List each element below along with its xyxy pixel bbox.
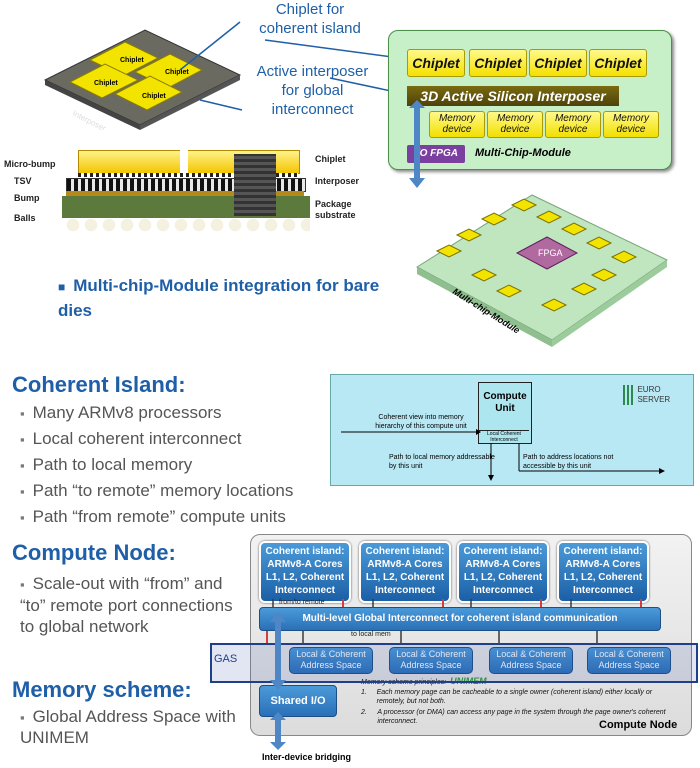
principle-2-number: 2. xyxy=(361,709,367,716)
label-tsv: TSV xyxy=(14,176,32,186)
ci-bullet-3: Path to local memory xyxy=(20,455,293,481)
mcm-io-arrow xyxy=(409,100,425,188)
gas-arrow xyxy=(270,612,286,690)
active-interposer-bar: 3D Active Silicon Interposer xyxy=(407,86,619,106)
logo-text: EURO SERVER xyxy=(637,385,671,404)
chiplet-3d-label-3: Chiplet xyxy=(94,80,118,87)
compute-node-title: Compute Node: xyxy=(12,540,176,565)
chiplet-3d-label-1: Chiplet xyxy=(120,57,144,64)
memory-device-4: Memory device xyxy=(603,111,659,138)
compute-unit-arrows xyxy=(341,429,665,481)
compute-node-label: Compute Node xyxy=(599,719,678,731)
interposer-3d-illustration: Chiplet Chiplet Chiplet Chiplet Interpos… xyxy=(43,29,242,130)
view-text: Coherent view into memory hierarchy of t… xyxy=(375,414,467,430)
mcm-chiplet-4: Chiplet xyxy=(589,49,647,77)
local-address-space-3: Local & Coherent Address Space xyxy=(489,647,573,674)
coherent-island-title: Coherent Island: xyxy=(12,372,186,397)
principle-1-number: 1. xyxy=(361,689,367,696)
ci-bullet-5: Path “from remote” compute units xyxy=(20,507,293,533)
ci-bullet-1: Many ARMv8 processors xyxy=(20,403,293,429)
principle-2: A processor (or DMA) can access any page… xyxy=(377,709,666,725)
mcm-chiplet-1: Chiplet xyxy=(407,49,465,77)
ci-bullet-4: Path “to remote” memory locations xyxy=(20,481,294,507)
coherent-island-2: Coherent island: ARMv8-A Cores L1, L2, C… xyxy=(359,541,451,603)
mcm-block: Chiplet Chiplet Chiplet Chiplet 3D Activ… xyxy=(388,30,672,170)
integration-text: Multi-chip-Module integration for bare d… xyxy=(58,276,380,320)
label-package-substrate: Package substrate xyxy=(315,199,356,220)
local-ci-box: Local Coherent Interconnect xyxy=(479,430,529,443)
local-address-space-4: Local & Coherent Address Space xyxy=(587,647,671,674)
principle-1: Each memory page can be cacheable to a s… xyxy=(376,689,653,705)
mcm-label: Multi-Chip-Module xyxy=(475,147,571,159)
label-interposer: Interposer xyxy=(315,176,360,186)
compute-unit-diagram: Compute Unit Local Coherent Interconnect… xyxy=(330,374,694,486)
label-micro-bump: Micro-bump xyxy=(4,159,56,169)
memory-scheme-title: Memory scheme: xyxy=(12,677,192,702)
integration-bullet: ■Multi-chip-Module integration for bare … xyxy=(58,274,403,323)
callout-chiplet: Chiplet for coherent island xyxy=(259,1,361,37)
chiplet-3d-label-2: Chiplet xyxy=(165,69,189,76)
label-bump: Bump xyxy=(14,193,40,203)
bridging-label: Inter-device bridging xyxy=(262,752,352,762)
logo-icon xyxy=(623,385,633,405)
compute-unit-title: Compute Unit xyxy=(483,391,527,414)
island-arrows xyxy=(266,599,642,645)
package-cross-section xyxy=(62,140,310,235)
gas-band xyxy=(210,643,698,683)
mcm-chiplet-3: Chiplet xyxy=(529,49,587,77)
coherent-island-4: Coherent island: ARMv8-A Cores L1, L2, C… xyxy=(557,541,649,603)
chiplet-3d-label-4: Chiplet xyxy=(142,93,166,100)
ci-bullet-2: Local coherent interconnect xyxy=(20,429,293,455)
io-fpga-block: I/O FPGA xyxy=(407,145,465,163)
balls-row xyxy=(64,218,310,232)
microbump-row xyxy=(78,173,298,177)
label-balls: Balls xyxy=(14,213,36,223)
coherent-island-3: Coherent island: ARMv8-A Cores L1, L2, C… xyxy=(457,541,549,603)
fpga-3d-label: FPGA xyxy=(538,248,563,258)
compute-unit-box: Compute Unit Local Coherent Interconnect xyxy=(478,382,532,444)
bridging-arrow xyxy=(270,712,286,750)
coherent-island-bullets: Many ARMv8 processors Local coherent int… xyxy=(20,403,294,533)
memory-device-1: Memory device xyxy=(429,111,485,138)
global-interconnect-bar: Multi-level Global Interconnect for cohe… xyxy=(259,607,661,631)
memory-device-3: Memory device xyxy=(545,111,601,138)
bump-row xyxy=(66,191,304,196)
shared-io-box: Shared I/O xyxy=(259,685,337,717)
mcm-3d-illustration: FPGA Multi-chip-Module xyxy=(416,194,668,347)
coherent-island-1: Coherent island: ARMv8-A Cores L1, L2, C… xyxy=(259,541,351,603)
memory-device-2: Memory device xyxy=(487,111,543,138)
remote-text: Path to address locations not accessible… xyxy=(523,454,614,470)
mcm-chiplet-2: Chiplet xyxy=(469,49,527,77)
local-address-space-1: Local & Coherent Address Space xyxy=(289,647,373,674)
from-to-remote-label: from/to remote xyxy=(279,599,325,606)
memory-scheme-bullet: Global Address Space with UNIMEM xyxy=(20,707,240,748)
local-address-space-2: Local & Coherent Address Space xyxy=(389,647,473,674)
compute-node-bullet: Scale-out with “from” and “to” remote po… xyxy=(20,573,245,637)
square-bullet-icon: ■ xyxy=(58,280,66,294)
fpga-block xyxy=(234,154,276,216)
local-mem-text: Path to local memory addressable by this… xyxy=(389,454,495,470)
to-local-mem-label: to local mem xyxy=(351,631,391,638)
callout-interposer: Active interposer for global interconnec… xyxy=(256,63,369,118)
euroserver-logo: EURO SERVER xyxy=(623,385,685,407)
label-chiplet: Chiplet xyxy=(315,154,346,164)
compute-node-diagram: Coherent island: ARMv8-A Cores L1, L2, C… xyxy=(250,534,692,736)
gas-label: GAS xyxy=(214,653,238,665)
